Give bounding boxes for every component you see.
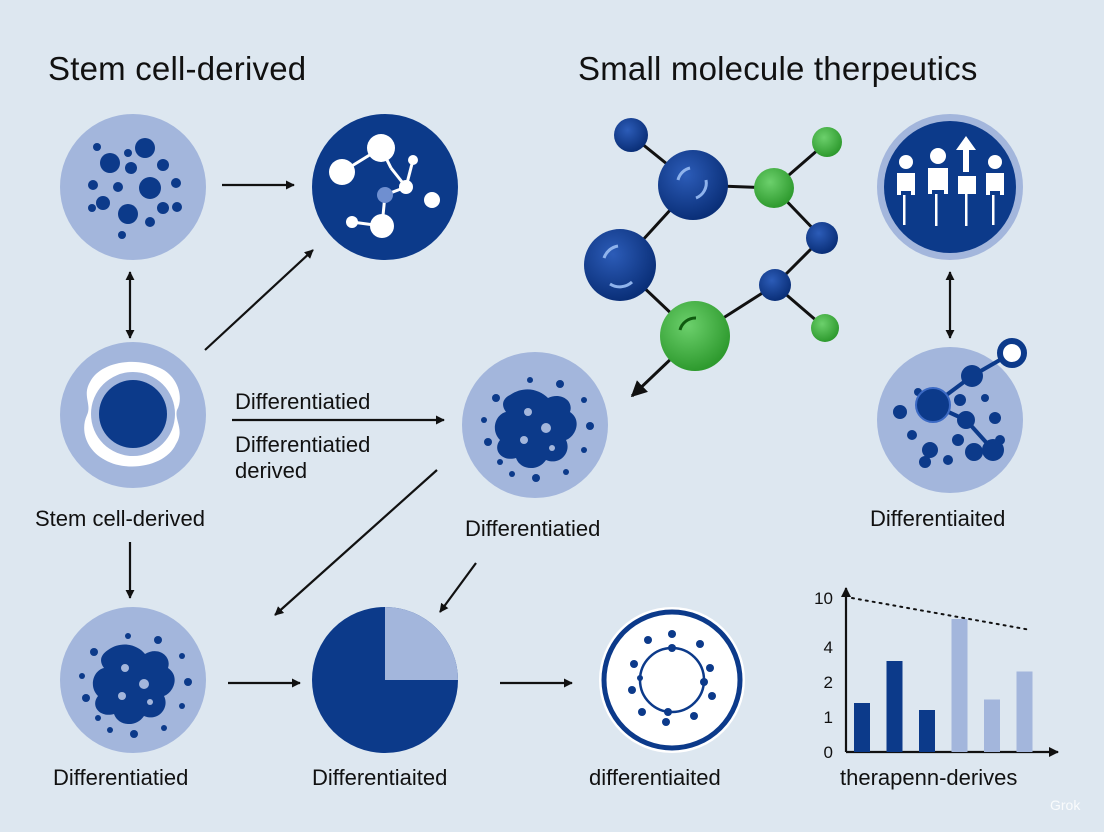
right-cell-caption: Differentiaited: [870, 506, 1006, 531]
dotted-cell-icon: [877, 338, 1027, 493]
arrow-center-to-bottom: [274, 469, 438, 616]
blob-cell-icon: [462, 352, 608, 498]
molecule-icon: [584, 118, 842, 398]
network-cell-icon: [312, 114, 458, 260]
arrow-label-1: Differentiatied: [235, 389, 371, 414]
ring-cell-icon: [599, 607, 745, 753]
arrow-stem-to-network: [204, 249, 314, 351]
right-title: Small molecule therpeutics: [578, 50, 978, 87]
bottom-left-caption: Differentiatied: [53, 765, 189, 790]
flow-arrows: [125, 180, 955, 688]
bottom-ring-caption: differentiaited: [589, 765, 721, 790]
bottom-pie-caption: Differentiaited: [312, 765, 448, 790]
blob-cell-icon: [60, 607, 206, 753]
pie-cell-icon: [312, 607, 458, 753]
arrow-label-3: derived: [235, 458, 308, 483]
center-cell-caption: Differentiatied: [465, 516, 601, 541]
grok-watermark: Grok: [1050, 797, 1081, 813]
stem-cell-caption: Stem cell-derived: [35, 506, 205, 531]
left-title: Stem cell-derived: [48, 50, 307, 87]
dotted-cell-icon: [60, 114, 206, 260]
people-chart-icon: [877, 114, 1023, 260]
stem-cell-icon: [60, 342, 206, 488]
arrow-label-2: Differentiatied: [235, 432, 371, 457]
arrow-center-to-pie: [439, 562, 477, 613]
